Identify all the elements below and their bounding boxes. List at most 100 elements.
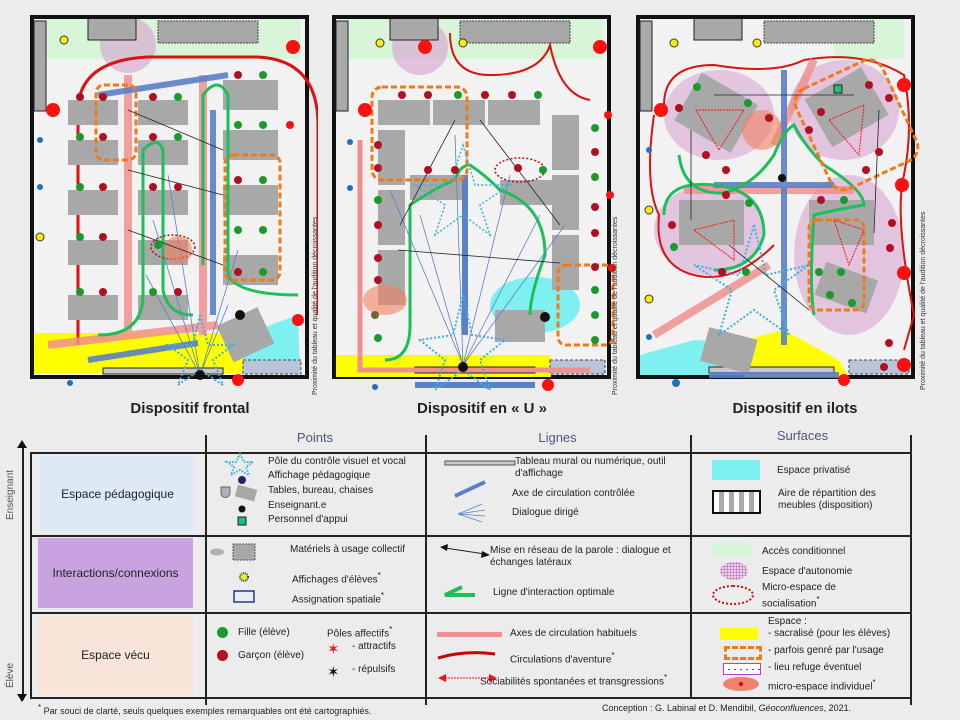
student-displays bbox=[375, 38, 468, 48]
plan-u bbox=[330, 15, 620, 400]
collective-material bbox=[157, 20, 259, 44]
legend-lines-icons-row2 bbox=[440, 544, 490, 597]
legend-teacher: Enseignant.e bbox=[268, 500, 327, 511]
plan-u-map bbox=[332, 15, 616, 393]
legend-speech-network: Mise en réseau de la parole : dialogue e… bbox=[490, 545, 685, 569]
blackboard-icon bbox=[444, 460, 516, 466]
divider bbox=[425, 435, 427, 705]
socialisation-swatch bbox=[712, 585, 754, 605]
legend-header-points: Points bbox=[296, 430, 334, 445]
divider bbox=[30, 452, 32, 697]
habitual-axis-swatch bbox=[437, 632, 502, 637]
arrow-right-icon bbox=[481, 551, 490, 558]
optimal-interaction-line bbox=[384, 163, 547, 362]
axis-label-student: Élève bbox=[5, 662, 16, 688]
sacred-swatch bbox=[720, 628, 758, 640]
control-pole bbox=[417, 294, 508, 393]
optimal-line-icon bbox=[444, 585, 475, 597]
legend-gendered: - parfois genré par l'usage bbox=[768, 645, 884, 656]
credit: Conception : G. Labinal et D. Mendibil, … bbox=[602, 703, 851, 713]
category-label: Espace pédagogique bbox=[61, 486, 174, 501]
legend-header-surfaces: Surfaces bbox=[776, 428, 829, 443]
repulsive-pole bbox=[540, 312, 550, 322]
asterisk: * bbox=[611, 651, 615, 660]
legend-blackboard-label: Tableau mural ou numérique, outil d'affi… bbox=[515, 456, 666, 479]
divider bbox=[30, 697, 910, 699]
spatial-assignment-icon bbox=[233, 590, 255, 603]
pedagogical-displays bbox=[37, 137, 73, 386]
controlled-axis bbox=[709, 70, 839, 378]
legend-boy: Garçon (élève) bbox=[238, 650, 305, 661]
legend-adventure: Circulations d'aventure* bbox=[510, 650, 615, 666]
legend: Points Lignes Surfaces Enseignant Élève … bbox=[0, 420, 960, 720]
sacred-space bbox=[744, 330, 849, 377]
collective-material bbox=[763, 20, 875, 44]
collective-material-icon bbox=[232, 543, 256, 561]
legend-sacred: - sacralisé (pour les élèves) bbox=[768, 628, 891, 639]
student-displays bbox=[644, 38, 762, 304]
conditional-access-swatch bbox=[712, 542, 752, 556]
support-staff-icon bbox=[237, 516, 247, 526]
axis-arrow-up-icon bbox=[17, 440, 27, 448]
gendered-space bbox=[223, 153, 282, 282]
footnote: * Par souci de clarté, seuls quelques ex… bbox=[38, 703, 371, 716]
attractive-star-icon: ✶ bbox=[327, 641, 340, 658]
plan-frontal bbox=[28, 15, 318, 400]
legend-individual-micro-space-label: micro-espace individuel bbox=[768, 681, 873, 693]
gendered-space bbox=[793, 58, 920, 192]
adventure-line-icon bbox=[437, 651, 496, 660]
control-pole bbox=[412, 142, 513, 238]
chair-icon bbox=[220, 486, 231, 498]
plan-frontal-map bbox=[30, 15, 318, 388]
category-label: Interactions/connexions bbox=[52, 566, 179, 580]
speech-network-icon bbox=[444, 547, 486, 555]
plan-title-ilots: Dispositif en ilots bbox=[732, 400, 858, 417]
gendered-space bbox=[94, 83, 138, 162]
legend-control-pole: Pôle du contrôle visuel et vocal bbox=[268, 456, 406, 467]
repulsive-star-icon: ✶ bbox=[327, 664, 340, 681]
divider bbox=[690, 435, 692, 697]
credit-source: Géoconfluences bbox=[758, 703, 824, 713]
pedagogical-displays bbox=[347, 139, 378, 390]
asterisk: * bbox=[664, 673, 668, 682]
autonomy-swatch bbox=[720, 562, 748, 580]
legend-furniture: Tables, bureau, chaises bbox=[268, 485, 374, 496]
students bbox=[76, 71, 267, 296]
collective-oval-icon bbox=[210, 548, 224, 556]
credit-suffix: , 2021. bbox=[823, 703, 852, 713]
legend-blackboard: Tableau mural ou numérique, outil d'affi… bbox=[515, 456, 685, 480]
gendered-swatch bbox=[724, 646, 762, 660]
legend-controlled-axis: Axe de circulation contrôlée bbox=[512, 488, 635, 499]
private-space-swatch bbox=[712, 460, 760, 480]
collective-material bbox=[459, 20, 571, 44]
controlled-axis-icon bbox=[454, 480, 486, 498]
legend-header-lignes: Lignes bbox=[538, 430, 577, 445]
optimal-interaction-line bbox=[97, 83, 299, 337]
blackboard bbox=[102, 367, 224, 375]
socialisation-micro-space bbox=[150, 234, 196, 260]
arrow-left-icon bbox=[438, 674, 446, 682]
asterisk: * bbox=[389, 625, 393, 634]
individual-micro-space-swatch bbox=[723, 677, 759, 691]
side-note-u: Proximité du tableau et qualité de l'aud… bbox=[612, 216, 619, 395]
legend-student-display: Affichages d'élèves* bbox=[292, 570, 381, 586]
legend-student-display-label: Affichages d'élèves bbox=[292, 574, 378, 586]
table-icon bbox=[234, 484, 258, 502]
teacher bbox=[458, 362, 468, 372]
divider bbox=[205, 435, 207, 705]
collective-material bbox=[389, 17, 439, 41]
axis-label-teacher: Enseignant bbox=[5, 469, 16, 520]
asterisk: * bbox=[380, 591, 385, 600]
legend-collective-material: Matériels à usage collectif bbox=[290, 544, 406, 555]
control-pole-icon bbox=[223, 452, 257, 478]
asterisk: * bbox=[816, 595, 820, 604]
students bbox=[668, 81, 896, 371]
legend-socialisation: Micro-espace de socialisation* bbox=[762, 582, 892, 610]
legend-individual-micro-space: micro-espace individuel* bbox=[768, 677, 876, 693]
asterisk: * bbox=[38, 703, 42, 712]
attractive-poles bbox=[46, 40, 304, 386]
legend-conditional-access: Accès conditionnel bbox=[762, 546, 846, 557]
cabinet bbox=[639, 20, 653, 112]
legend-sociability: Sociabilités spontanées et transgression… bbox=[480, 672, 667, 688]
legend-lines-icons-row1 bbox=[444, 460, 516, 523]
